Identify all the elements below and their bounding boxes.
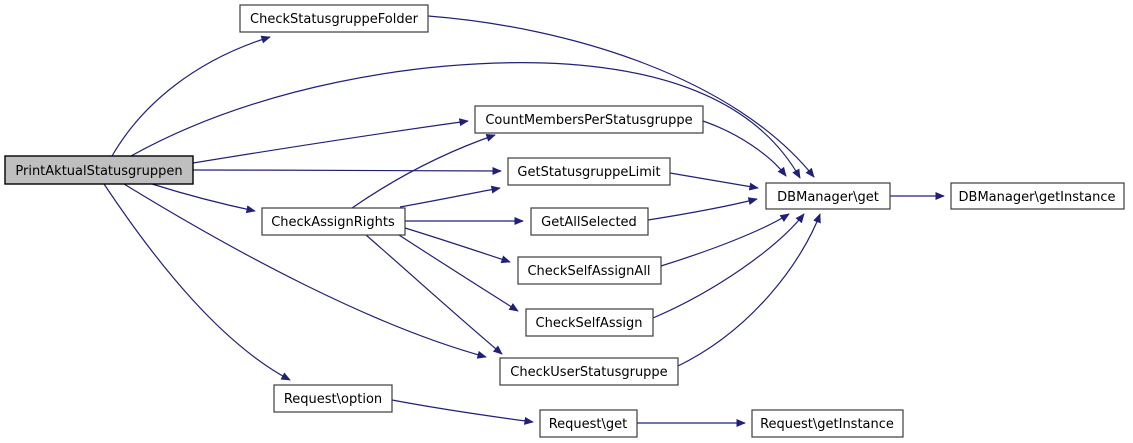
edge-printaktualstatusgruppen-to-request-option <box>103 183 291 381</box>
node-label: CheckSelfAssignAll <box>527 264 650 279</box>
node-box <box>517 256 662 285</box>
edge-printaktualstatusgruppen-to-checkassignrights <box>151 183 256 214</box>
node-label: GetStatusgruppeLimit <box>517 165 660 180</box>
node-checkselfassignall[interactable]: CheckSelfAssignAll <box>517 256 662 285</box>
node-box <box>525 308 654 337</box>
edge-checkassignrights-to-getstatusgruppelimit <box>399 185 501 208</box>
node-checkstatusgruppefolder[interactable]: CheckStatusgruppeFolder <box>239 4 429 33</box>
node-box <box>751 409 904 438</box>
node-box <box>239 4 429 33</box>
edge-printaktualstatusgruppen-to-checkstatusgruppefolder <box>111 35 271 157</box>
node-layer: PrintAktualStatusgruppen CheckStatusgrup… <box>4 4 1125 438</box>
edge-checkassignrights-to-checkselfassignall <box>404 227 511 264</box>
node-label: CheckSelfAssign <box>536 316 643 331</box>
node-label: CheckAssignRights <box>271 215 395 230</box>
node-dbmanager-getinstance[interactable]: DBManager\getInstance <box>950 182 1125 210</box>
node-dbmanager-get[interactable]: DBManager\get <box>765 182 891 210</box>
node-box <box>507 157 671 186</box>
edge-printaktualstatusgruppen-to-checkuserstatusgruppe <box>123 183 487 359</box>
edge-checkassignrights-to-countmembersperstatusgruppe <box>351 134 496 209</box>
edge-checkselfassign-to-dbmanager-get <box>652 213 805 319</box>
edge-checkselfassignall-to-dbmanager-get <box>660 213 790 267</box>
node-printaktualstatusgruppen: PrintAktualStatusgruppen <box>4 155 194 185</box>
node-checkassignrights[interactable]: CheckAssignRights <box>261 207 406 236</box>
node-request-option[interactable]: Request\option <box>273 384 393 413</box>
node-box <box>474 105 704 134</box>
node-countmembersperstatusgruppe[interactable]: CountMembersPerStatusgruppe <box>474 105 704 134</box>
node-label: CountMembersPerStatusgruppe <box>485 113 692 128</box>
edge-printaktualstatusgruppen-to-countmembersperstatusgruppe <box>192 118 469 164</box>
node-box <box>261 207 406 236</box>
node-checkuserstatusgruppe[interactable]: CheckUserStatusgruppe <box>499 357 679 386</box>
node-label: GetAllSelected <box>541 215 637 230</box>
node-checkselfassign[interactable]: CheckSelfAssign <box>525 308 654 337</box>
edge-checkuserstatusgruppe-to-dbmanager-get <box>677 213 821 367</box>
node-box <box>499 357 679 386</box>
node-label: CheckUserStatusgruppe <box>510 365 667 380</box>
edge-checkstatusgruppefolder-to-dbmanager-get <box>427 15 815 178</box>
edge-request-option-to-request-get <box>391 399 534 425</box>
edge-printaktualstatusgruppen-to-dbmanager-get <box>130 62 801 179</box>
edge-checkassignrights-to-checkuserstatusgruppe <box>365 234 503 355</box>
node-label: Request\option <box>284 392 382 407</box>
node-box <box>950 182 1125 210</box>
node-label: PrintAktualStatusgruppen <box>15 164 182 179</box>
node-box <box>539 409 638 438</box>
node-label: Request\getInstance <box>760 417 894 432</box>
edge-layer <box>103 15 945 427</box>
node-box <box>765 182 891 210</box>
node-box <box>530 207 649 236</box>
node-label: DBManager\getInstance <box>959 190 1116 205</box>
node-label: CheckStatusgruppeFolder <box>250 12 419 27</box>
node-label: Request\get <box>549 417 628 432</box>
node-box <box>4 155 194 185</box>
edge-getstatusgruppelimit-to-dbmanager-get <box>669 172 759 191</box>
node-request-getinstance[interactable]: Request\getInstance <box>751 409 904 438</box>
edge-getallselected-to-dbmanager-get <box>647 197 758 221</box>
node-getstatusgruppelimit[interactable]: GetStatusgruppeLimit <box>507 157 671 186</box>
edge-printaktualstatusgruppen-to-getstatusgruppelimit <box>192 166 502 175</box>
edge-checkassignrights-to-checkselfassign <box>398 234 519 312</box>
node-request-get[interactable]: Request\get <box>539 409 638 438</box>
node-getallselected[interactable]: GetAllSelected <box>530 207 649 236</box>
node-box <box>273 384 393 413</box>
node-label: DBManager\get <box>777 190 879 205</box>
edge-countmembersperstatusgruppe-to-dbmanager-get <box>702 120 787 177</box>
